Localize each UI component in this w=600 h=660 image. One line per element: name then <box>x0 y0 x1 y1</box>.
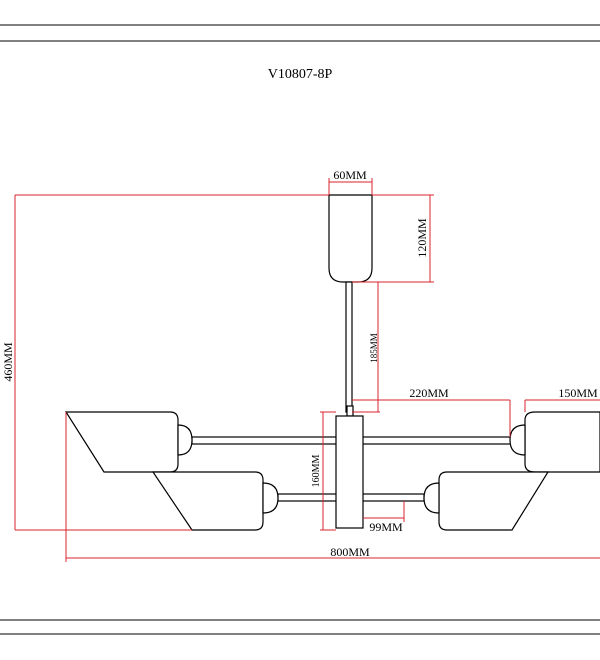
upper-right-shade <box>524 411 600 473</box>
dim-shade-length: 150MM <box>558 386 598 400</box>
lower-left-shade <box>151 471 264 531</box>
lower-right-socket <box>423 482 440 514</box>
upper-left-shade <box>64 411 179 473</box>
center-body <box>335 415 364 529</box>
chandelier-outline <box>64 194 600 531</box>
lower-left-socket <box>262 482 279 514</box>
model-code-title: V10807-8P <box>268 67 333 82</box>
lower-right-shade <box>438 471 550 531</box>
dim-rod-length: 185MM <box>369 333 379 363</box>
dim-shade-height: 120MM <box>415 218 429 258</box>
dim-shade-width: 60MM <box>333 168 367 182</box>
dim-total-height: 460MM <box>1 342 15 382</box>
rod-connector <box>346 405 354 417</box>
sheet-frame <box>0 24 600 635</box>
dimension-lines <box>14 178 600 562</box>
top-shade <box>328 194 373 283</box>
center-rod <box>345 281 353 413</box>
dim-lower-offset: 99MM <box>369 520 403 534</box>
dim-arm-length: 220MM <box>409 386 449 400</box>
dim-total-width: 800MM <box>330 545 370 559</box>
upper-right-socket <box>509 424 526 456</box>
upper-left-socket <box>177 424 193 456</box>
dim-body-height: 160MM <box>311 455 322 488</box>
